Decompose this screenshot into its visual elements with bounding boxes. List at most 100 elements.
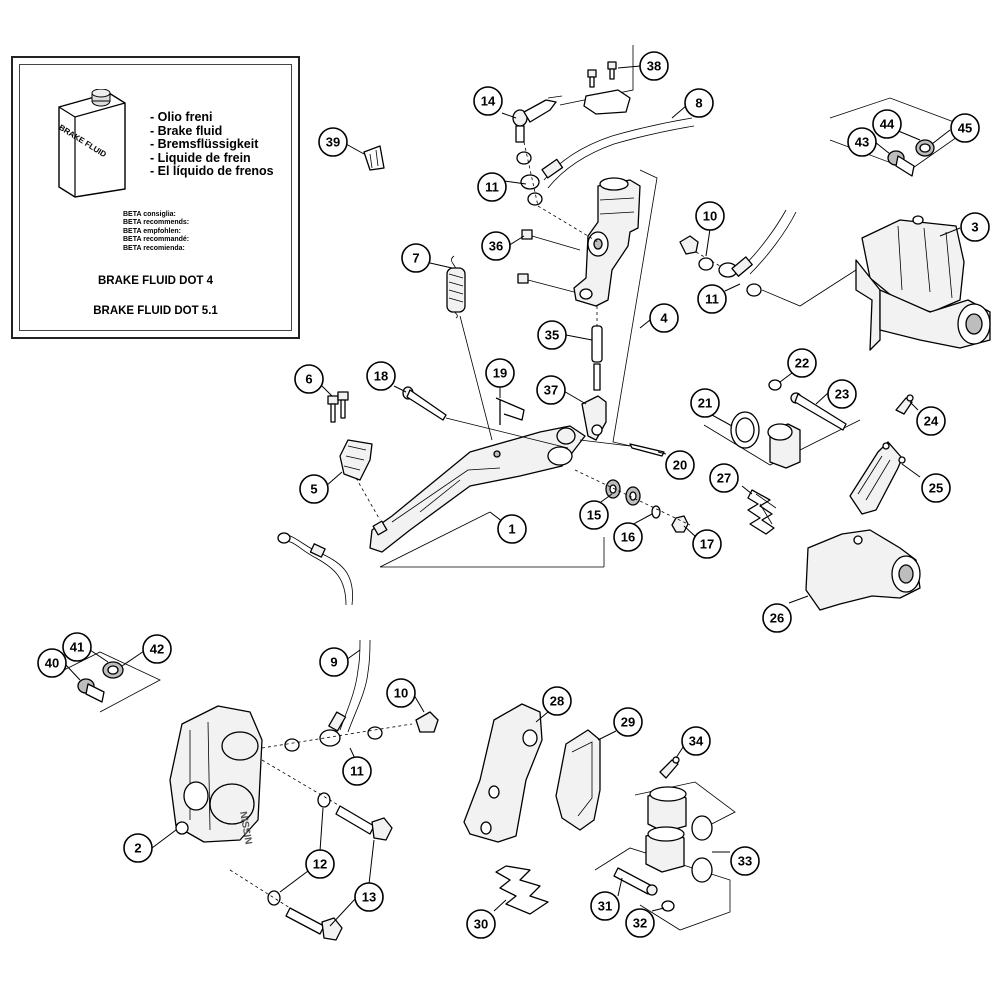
front-brake-caliper: NISSIN — [169, 705, 263, 845]
brake-fluid-info-box: BRAKE FLUID - Olio freni - Brake fluid -… — [11, 56, 300, 339]
caliper-plugs-rear — [887, 139, 935, 177]
brake-pedal — [369, 425, 586, 553]
callout-number: 20 — [673, 458, 687, 473]
callout-33: 33 — [730, 846, 760, 876]
callout-number: 14 — [481, 94, 496, 109]
brake-fluid-can-icon: BRAKE FLUID — [57, 89, 126, 198]
callout-number: 13 — [362, 890, 376, 905]
master-cylinder — [573, 177, 641, 307]
caliper-bracket — [805, 529, 921, 611]
callout-number: 11 — [485, 180, 499, 195]
callout-number: 44 — [880, 117, 895, 132]
callout-11-right: 11 — [697, 284, 727, 314]
pivot-bolt — [402, 386, 569, 449]
callout-number: 7 — [412, 251, 419, 266]
callout-number: 43 — [855, 135, 869, 150]
callout-number: 11 — [350, 764, 364, 779]
callout-number: 28 — [550, 694, 564, 709]
callout-10-upper: 10 — [695, 201, 725, 231]
callout-45: 45 — [950, 113, 980, 143]
front-bleed-nipple — [659, 756, 680, 779]
callout-3: 3 — [960, 212, 990, 242]
callout-14: 14 — [473, 86, 503, 116]
callout-number: 1 — [508, 522, 515, 537]
callout-23: 23 — [827, 379, 857, 409]
callout-number: 33 — [738, 854, 752, 869]
recommends-item: BETA consiglia: — [123, 211, 176, 218]
brake-pad — [555, 729, 601, 831]
callout-9: 9 — [319, 647, 349, 677]
pin-cap — [768, 379, 782, 391]
language-list: - Olio freni - Brake fluid - Bremsflüssi… — [150, 110, 274, 179]
language-item: - Liquide de frein — [150, 150, 251, 165]
language-item: - El líquido de frenos — [150, 164, 274, 178]
reservoir-cover — [583, 61, 631, 115]
lower-brake-hose — [277, 532, 354, 606]
callout-number: 6 — [305, 372, 312, 387]
group-outlines — [59, 45, 971, 931]
rear-brake-caliper — [855, 215, 991, 351]
callout-31: 31 — [590, 891, 620, 921]
callout-7: 7 — [401, 243, 431, 273]
callout-18: 18 — [366, 361, 396, 391]
callout-16: 16 — [613, 522, 643, 552]
callout-24: 24 — [916, 406, 946, 436]
info-box-inner-frame: BRAKE FLUID - Olio freni - Brake fluid -… — [19, 64, 292, 331]
tip-screws — [327, 391, 349, 423]
clevis-clip — [495, 397, 525, 425]
callout-8: 8 — [684, 88, 714, 118]
pad-spring-rear — [747, 489, 777, 535]
callout-number: 25 — [929, 481, 943, 496]
callout-5: 5 — [299, 474, 329, 504]
callout-number: 23 — [835, 387, 849, 402]
callout-25: 25 — [921, 473, 951, 503]
banjo-washers-right — [698, 257, 857, 307]
slide-pin — [790, 392, 847, 431]
bleed-nipple — [895, 394, 914, 415]
callout-15: 15 — [579, 500, 609, 530]
callout-number: 42 — [150, 642, 164, 657]
callout-number: 12 — [313, 857, 327, 872]
pad-retainer — [849, 441, 906, 515]
pedal-tip-part — [339, 439, 381, 521]
callout-28: 28 — [542, 686, 572, 716]
caliper-plugs-front — [77, 661, 124, 703]
callout-number: 27 — [717, 471, 731, 486]
callout-39: 39 — [318, 127, 348, 157]
callout-number: 38 — [647, 59, 661, 74]
callout-number: 39 — [326, 135, 340, 150]
callout-number: 19 — [493, 366, 507, 381]
recommends-item: BETA empfohlen: — [123, 227, 181, 235]
callout-number: 11 — [705, 292, 719, 307]
rear-brake-hose — [541, 117, 695, 189]
callout-21: 21 — [690, 388, 720, 418]
recommends-item: BETA recommandé: — [123, 236, 190, 244]
callout-number: 30 — [474, 917, 488, 932]
recommends-list: BETA consiglia: BETA recommends: BETA em… — [123, 211, 189, 253]
master-cylinder-bolts — [517, 229, 581, 293]
callout-11-front: 11 — [342, 756, 372, 786]
callout-number: 10 — [703, 209, 717, 224]
callout-number: 3 — [971, 220, 978, 235]
callout-number: 32 — [633, 916, 647, 931]
callout-22: 22 — [787, 348, 817, 378]
recommends-item: BETA recomienda: — [123, 244, 185, 252]
callout-34: 34 — [681, 726, 711, 756]
callout-19: 19 — [485, 358, 515, 388]
callout-number: 37 — [544, 383, 558, 398]
spec-dot4: BRAKE FLUID DOT 4 — [98, 275, 213, 287]
callout-number: 18 — [374, 369, 388, 384]
callout-number: 35 — [545, 328, 559, 343]
callout-number: 41 — [70, 640, 84, 655]
callout-27: 27 — [709, 463, 739, 493]
callout-29: 29 — [613, 707, 643, 737]
language-item: - Olio freni — [150, 110, 213, 124]
callout-12: 12 — [305, 849, 335, 879]
front-pad-bracket — [463, 703, 543, 843]
callout-number: 4 — [660, 311, 668, 326]
front-brake-hose — [328, 639, 371, 733]
banjo-washers-top — [516, 141, 599, 243]
callout-43: 43 — [847, 127, 877, 157]
front-slide-pin — [613, 867, 675, 912]
front-pistons — [645, 786, 713, 883]
